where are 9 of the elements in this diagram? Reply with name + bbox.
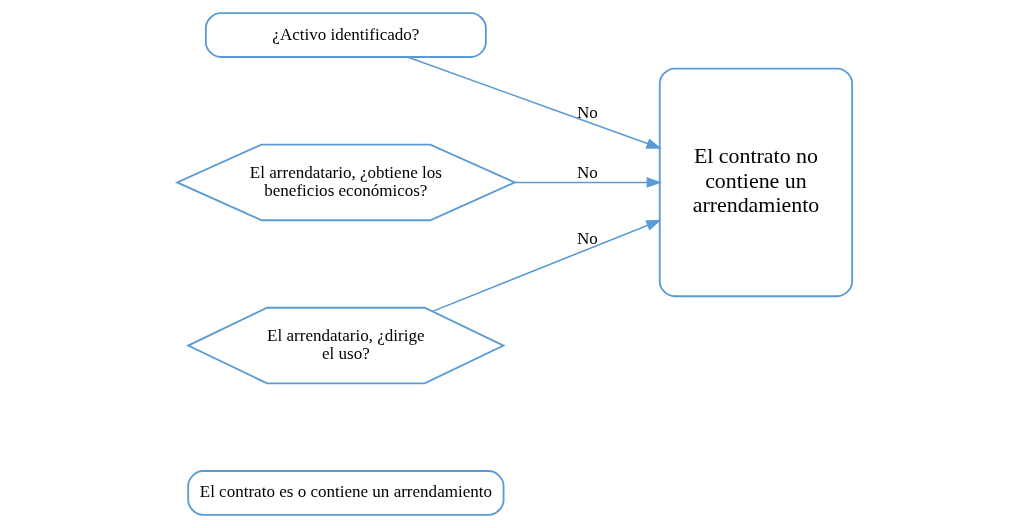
arrow <box>513 177 662 188</box>
arrow <box>406 56 662 149</box>
node-box: ¿Activo identificado? <box>204 12 487 58</box>
edge-label: No <box>576 103 598 123</box>
edge-label: No <box>576 228 598 248</box>
arrow <box>431 219 662 313</box>
edge-label: No <box>576 162 598 182</box>
node-box: El contrato es o contiene un arrendamiento <box>186 470 504 516</box>
node-box: El contrato no contiene un arrendamiento <box>658 67 853 298</box>
